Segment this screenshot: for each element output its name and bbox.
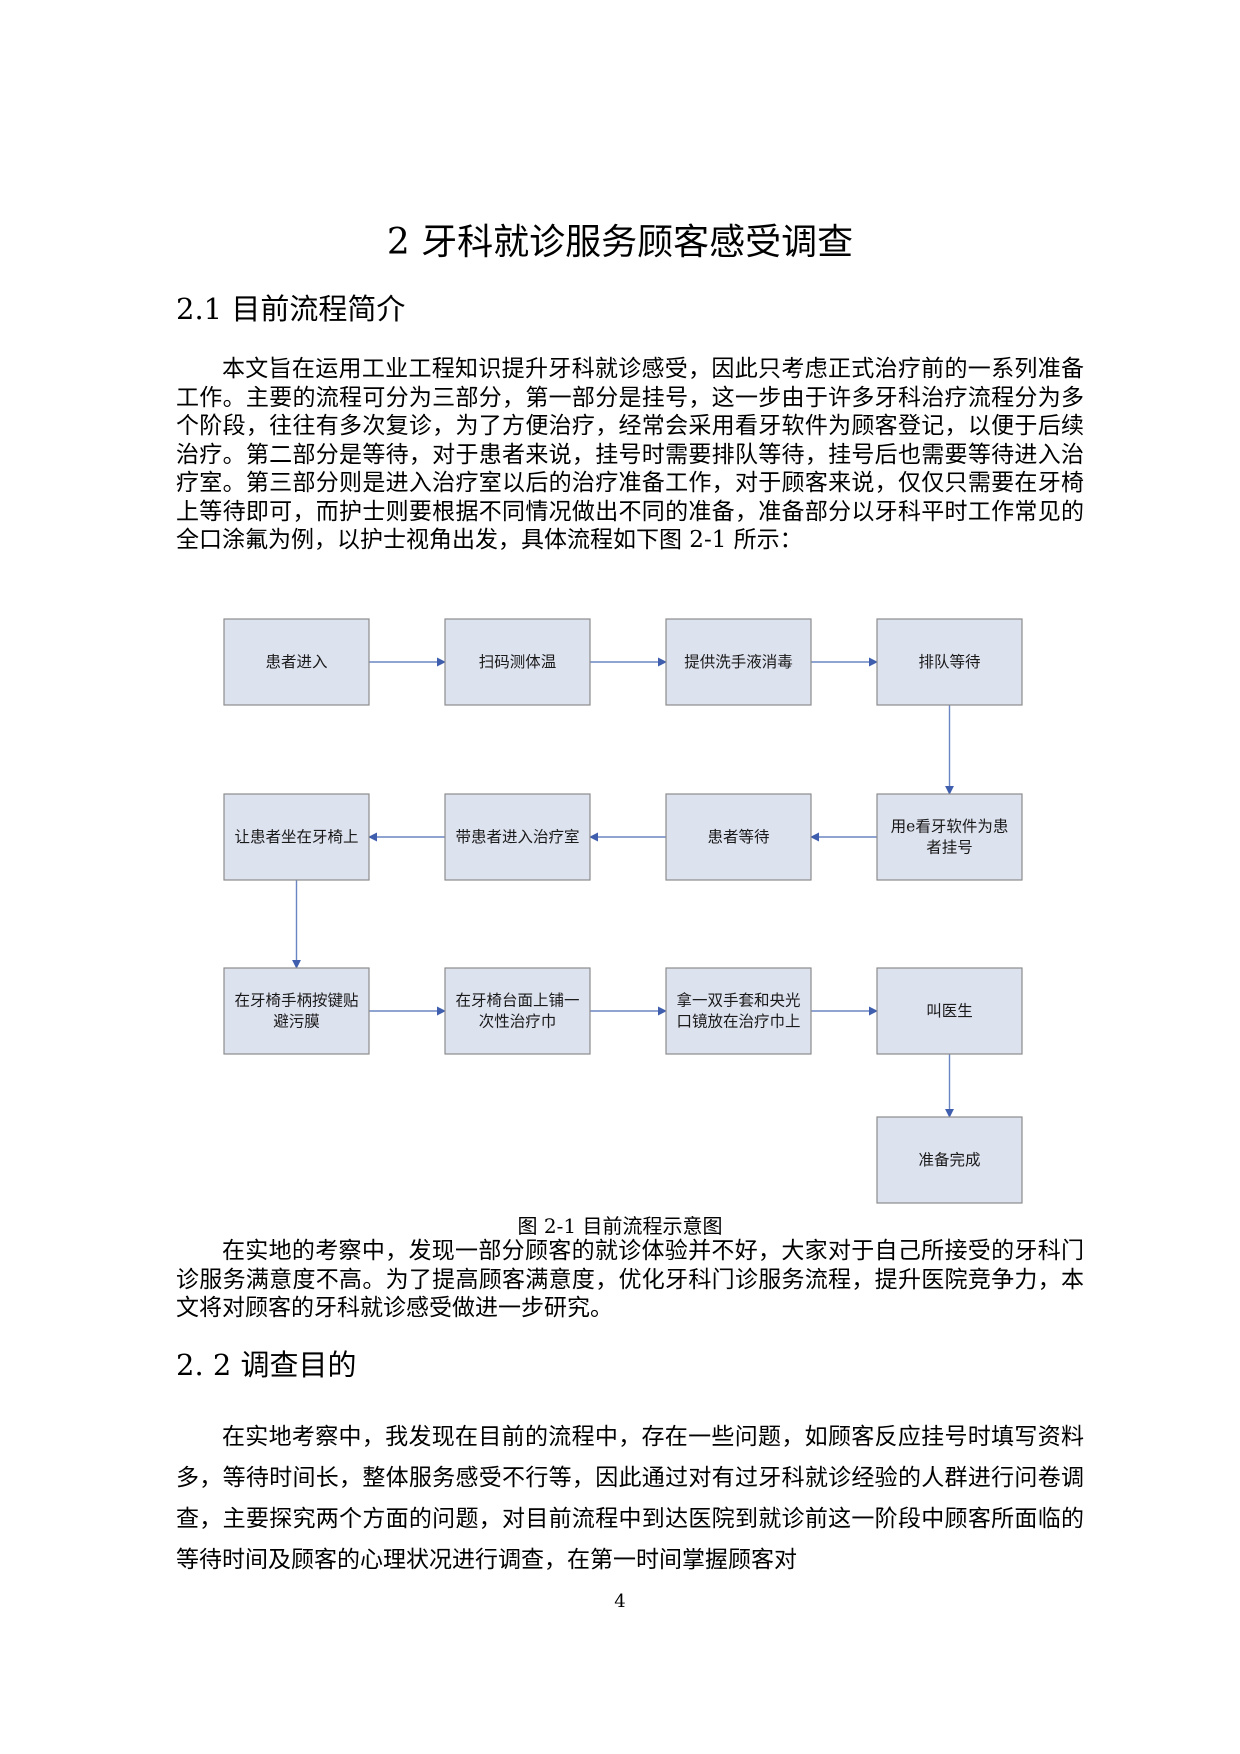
flow-node-box	[444, 793, 591, 881]
intro-paragraph: 本文旨在运用工业工程知识提升牙科就诊感受，因此只考虑正式治疗前的一系列准备工作。…	[176, 356, 1084, 553]
flow-node-box	[223, 793, 370, 881]
flow-node-label: 排队等待	[918, 653, 980, 671]
flow-node-box	[444, 618, 591, 706]
flow-node: 患者进入	[223, 618, 370, 706]
flow-node: 准备完成	[876, 1116, 1023, 1204]
flow-node-label: 用e看牙软件为患	[891, 818, 1009, 836]
flow-node-label: 患者进入	[265, 653, 327, 671]
flow-node-box	[223, 967, 370, 1055]
flow-node-label: 带患者进入治疗室	[455, 828, 579, 846]
flow-node-label: 口镜放在治疗巾上	[676, 1012, 800, 1031]
flow-node: 扫码测体温	[444, 618, 591, 706]
flow-node-box	[444, 967, 591, 1055]
section-heading-2-1: 2.1 目前流程简介	[176, 292, 406, 326]
flow-node-label: 患者等待	[707, 828, 769, 846]
flow-node-label: 扫码测体温	[479, 653, 557, 671]
page-number: 4	[614, 1591, 626, 1612]
flow-node-box	[876, 793, 1023, 881]
section-heading-2-2: 2. 2 调查目的	[176, 1348, 357, 1382]
figure-caption: 图 2-1 目前流程示意图	[517, 1214, 723, 1238]
flow-node-box	[876, 1116, 1023, 1204]
flow-node-label: 避污膜	[273, 1013, 320, 1031]
flow-node-label: 准备完成	[918, 1151, 980, 1169]
flow-node: 带患者进入治疗室	[444, 793, 591, 881]
flow-node: 患者等待	[665, 793, 812, 881]
flow-node-label: 在牙椅手柄按键贴	[234, 992, 358, 1010]
flow-node: 叫医生	[876, 967, 1023, 1055]
flow-node-box	[876, 967, 1023, 1055]
flow-node-label: 在牙椅台面上铺一	[455, 992, 579, 1010]
flow-node-label: 次性治疗巾	[479, 1013, 557, 1031]
flow-node-box	[665, 793, 812, 881]
flow-node-label: 让患者坐在牙椅上	[234, 828, 358, 846]
flow-node-label: 者挂号	[926, 839, 973, 857]
flow-node-label: 叫医生	[926, 1002, 973, 1020]
flow-node: 排队等待	[876, 618, 1023, 706]
flow-node-box	[223, 618, 370, 706]
flow-node-box	[665, 618, 812, 706]
flow-node-box	[876, 618, 1023, 706]
post-figure-paragraph: 在实地的考察中，发现一部分顾客的就诊体验并不好，大家对于自己所接受的牙科门诊服务…	[176, 1238, 1084, 1321]
chapter-title: 2 牙科就诊服务顾客感受调查	[386, 222, 854, 263]
flow-node-box	[665, 967, 812, 1055]
flow-node: 提供洗手液消毒	[665, 618, 812, 706]
flow-node: 让患者坐在牙椅上	[223, 793, 370, 881]
flow-node-label: 拿一双手套和央光	[676, 991, 800, 1010]
purpose-paragraph: 在实地考察中，我发现在目前的流程中，存在一些问题，如顾客反应挂号时填写资料多，等…	[176, 1424, 1084, 1573]
flow-node-label: 提供洗手液消毒	[684, 653, 793, 671]
